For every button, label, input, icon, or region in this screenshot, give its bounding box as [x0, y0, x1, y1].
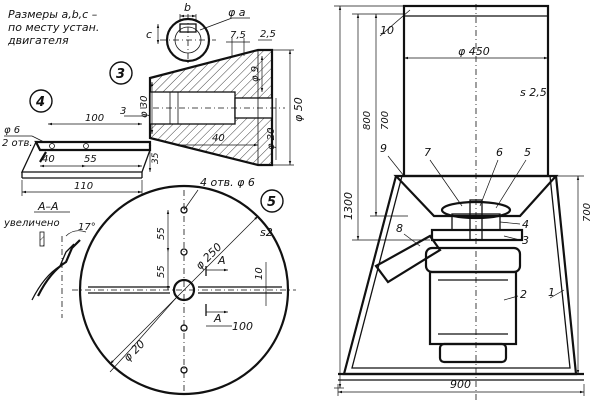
section-angle: 17° — [78, 222, 96, 233]
dim-b: b — [184, 1, 191, 14]
sizes-note: Размеры a,b,c – по месту устан. двигател… — [7, 8, 99, 47]
dim-phi-450: φ 450 — [458, 45, 490, 58]
label-2: 2 — [520, 288, 527, 301]
callout-3-label: 3 — [116, 67, 125, 82]
dim-phi-50: φ 50 — [292, 97, 305, 122]
dim-800: 800 — [362, 111, 373, 130]
dim-10-disk: 10 — [254, 267, 265, 280]
note-line-2: по месту устан. — [8, 21, 99, 34]
section-title: A–A — [37, 200, 59, 213]
blade-top-face — [34, 140, 152, 152]
dim-40-blade: 40 — [42, 154, 55, 165]
dim-phi-30: φ 30 — [139, 96, 150, 119]
label-5: 5 — [524, 146, 531, 159]
dim-2-holes: 2 отв. — [2, 138, 33, 149]
dim-3-blade: 3 — [120, 106, 126, 117]
dim-phi-20-disk: φ 20 — [121, 337, 148, 364]
dim-2-5: 2,5 — [260, 29, 276, 40]
dim-phi-a: φ a — [228, 6, 246, 19]
blade-side — [20, 141, 151, 173]
section-a-a: A–A увеличено 17° — [3, 200, 96, 318]
label-4: 4 — [522, 218, 529, 231]
section-mark-a-top: A — [217, 254, 226, 267]
callout-3 — [109, 61, 133, 85]
dim-s2: s2 — [260, 226, 273, 239]
dim-700-hopper: 700 — [380, 111, 391, 130]
dim-40-hub: 40 — [212, 133, 225, 144]
dim-s2-5: s 2,5 — [520, 86, 547, 99]
discharge-chute — [374, 234, 442, 284]
callout-4-label: 4 — [35, 95, 45, 110]
assembly-drawing: 1300 800 700 φ 450 s 2,5 700 9 — [334, 4, 593, 400]
dim-700-frame: 700 — [582, 203, 593, 222]
part-4-blade-drawing: 4 φ 6 2 отв. 100 3 40 55 35 110 — [2, 89, 161, 196]
dim-c: c — [146, 28, 152, 41]
dim-100-blade: 100 — [85, 113, 104, 124]
label-6: 6 — [496, 146, 503, 159]
part-3-hub-drawing: b φ a c 3 7,5 2,5 φ 9 φ 30 — [109, 1, 305, 167]
funnel-cone — [393, 174, 559, 218]
dim-phi-9: φ 9 — [250, 66, 261, 82]
motor-top — [424, 246, 522, 274]
label-9: 9 — [380, 142, 387, 155]
dim-100-disk: 100 — [232, 320, 253, 333]
callout-5-label: 5 — [267, 195, 276, 210]
dim-1300: 1300 — [342, 192, 355, 220]
dim-55-upper: 55 — [156, 227, 167, 240]
note-line-3: двигателя — [7, 34, 69, 47]
dim-phi-20: φ 20 — [266, 128, 277, 151]
dim-110-blade: 110 — [74, 181, 93, 192]
section-mark-a-bottom: A — [213, 312, 222, 325]
callout-5 — [260, 189, 284, 213]
motor-plate — [430, 228, 524, 242]
dim-55-lower: 55 — [156, 265, 167, 278]
label-1: 1 — [548, 286, 555, 299]
dim-55-blade: 55 — [84, 154, 97, 165]
cutting-disk — [440, 200, 512, 220]
section-profile — [37, 239, 81, 297]
motor-base — [438, 342, 508, 364]
motor-body — [428, 270, 518, 346]
part-5-disk-drawing: 5 4 отв. φ 6 s2 55 55 φ 250 φ 20 1 — [72, 176, 296, 398]
dim-7-5: 7,5 — [230, 30, 246, 41]
dim-900: 900 — [450, 378, 471, 391]
dim-phi-6-holes: φ 6 — [4, 125, 20, 136]
callout-4 — [29, 89, 53, 113]
dim-4-holes: 4 отв. φ 6 — [200, 176, 255, 189]
note-line-1: Размеры a,b,c – — [8, 8, 98, 21]
dim-35-blade: 35 — [151, 152, 161, 164]
label-8: 8 — [396, 222, 403, 235]
label-7: 7 — [424, 146, 431, 159]
section-enlarged-label: увеличено — [3, 218, 60, 229]
label-3: 3 — [522, 234, 529, 247]
